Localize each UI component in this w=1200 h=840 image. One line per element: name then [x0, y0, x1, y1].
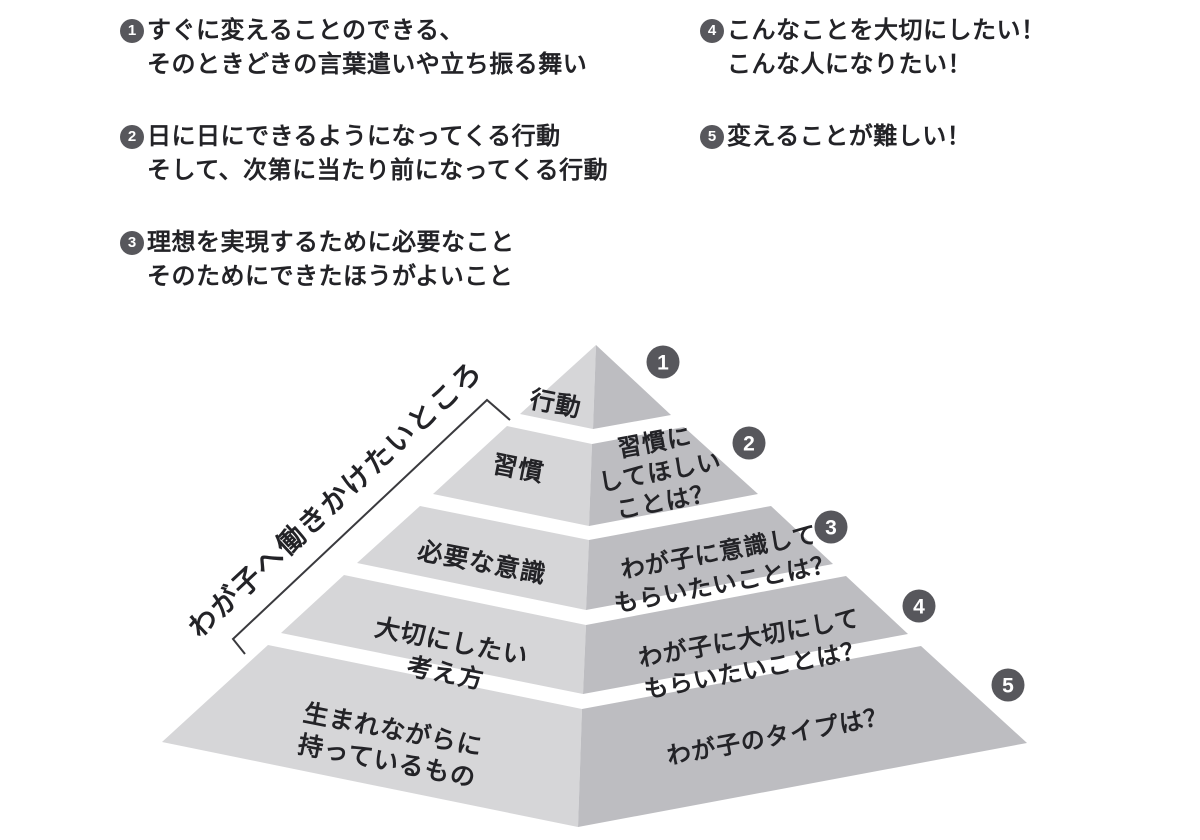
badge-5-circle [991, 668, 1025, 702]
legend-item-2: 2 日に日にできるようになってくる行動 そして、次第に当たり前になってくる行動 [120, 120, 608, 188]
pyramid-level-4-right-face [583, 576, 908, 694]
pyramid-level-5-left-face [162, 645, 582, 827]
legend-line: そのためにできたほうがよいこと [147, 263, 514, 290]
pyramid-badge-2: 2 [732, 426, 766, 460]
legend-badge-3: 3 [120, 231, 144, 255]
level-2-right-label: 習慣に してほしい ことは？ [597, 423, 724, 524]
badge-3-number: 3 [825, 517, 837, 540]
pyramid-level-3-right-face [586, 506, 833, 610]
legend-text-3: 理想を実現するために必要なこと そのためにできたほうがよいこと [147, 226, 515, 294]
badge-1-circle [646, 345, 680, 379]
badge-5-number: 5 [1002, 675, 1014, 698]
legend-text-5: 変えることが難しい！ [727, 120, 971, 154]
pyramid-badge-1: 1 [646, 345, 680, 379]
pyramid-level-3-left-face [357, 506, 589, 610]
legend-item-5: 5 変えることが難しい！ [700, 120, 1046, 154]
legend-item-3: 3 理想を実現するために必要なこと そのためにできたほうがよいこと [120, 226, 608, 294]
legend-text-4: こんなことを大切にしたい！ こんな人になりたい！ [727, 14, 1046, 82]
legend-left-column: 1 すぐに変えることのできる、 そのときどきの言葉遣いや立ち振る舞い 2 日に日… [120, 14, 608, 332]
legend-badge-1: 1 [120, 19, 144, 43]
legend-line: こんなことを大切にしたい！ [727, 17, 1046, 44]
legend-line: すぐに変えることのできる、 [147, 17, 465, 44]
badge-2-circle [732, 426, 766, 460]
pyramid-badge-3: 3 [814, 510, 848, 544]
legend-right-column: 4 こんなことを大切にしたい！ こんな人になりたい！ 5 変えることが難しい！ [700, 14, 1046, 192]
legend-line: 日に日にできるようになってくる行動 [147, 123, 561, 150]
badge-4-circle [902, 589, 936, 623]
legend-text-2: 日に日にできるようになってくる行動 そして、次第に当たり前になってくる行動 [147, 120, 608, 188]
badge-2-number: 2 [743, 433, 755, 456]
badge-3-circle [814, 510, 848, 544]
pyramid-level-2-left-face [433, 426, 592, 526]
legend-line: そのときどきの言葉遣いや立ち振る舞い [147, 51, 588, 78]
pyramid-level-4-left-face [281, 575, 586, 694]
legend-text-1: すぐに変えることのできる、 そのときどきの言葉遣いや立ち振る舞い [147, 14, 587, 82]
legend-item-4: 4 こんなことを大切にしたい！ こんな人になりたい！ [700, 14, 1046, 82]
legend-line: 変えることが難しい！ [727, 123, 972, 150]
legend-line: そして、次第に当たり前になってくる行動 [147, 157, 609, 184]
legend-item-1: 1 すぐに変えることのできる、 そのときどきの言葉遣いや立ち振る舞い [120, 14, 608, 82]
legend-line: 理想を実現するために必要なこと [147, 229, 515, 256]
legend-badge-2: 2 [120, 125, 144, 149]
legend-line: こんな人になりたい！ [727, 51, 972, 78]
badge-4-number: 4 [913, 596, 925, 619]
side-bracket [231, 398, 511, 655]
pyramid-level-1-right-face [593, 345, 671, 429]
pyramid-level-1-left-face [520, 345, 596, 429]
pyramid-level-5-right-face [578, 646, 1027, 827]
pyramid-badge-4: 4 [902, 589, 936, 623]
pyramid-level-2-right-face [589, 427, 758, 526]
pyramid-badge-5: 5 [991, 668, 1025, 702]
badge-1-number: 1 [657, 352, 669, 375]
legend-badge-4: 4 [700, 19, 724, 43]
legend-badge-5: 5 [700, 125, 724, 149]
